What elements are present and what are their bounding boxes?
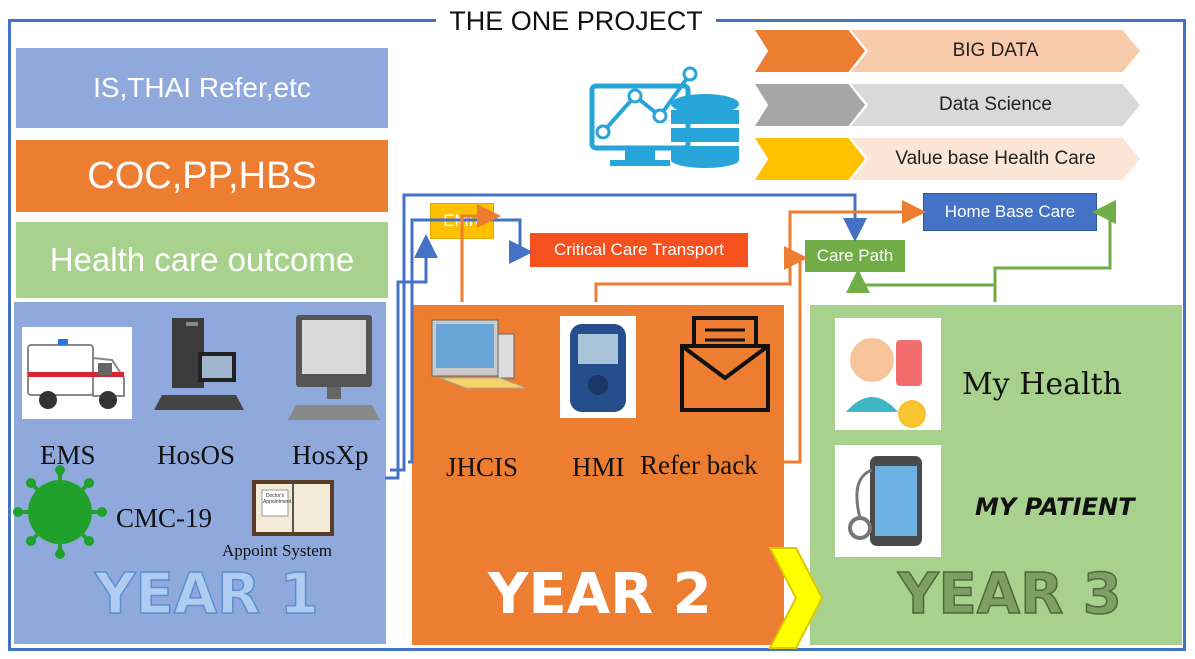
computer-tower-icon (154, 318, 244, 410)
appoint-system-label: Appoint System (222, 541, 333, 560)
jhcis-label: JHCIS (446, 452, 519, 482)
ems-label: EMS (40, 440, 96, 470)
year3-label: YEAR 3 (897, 561, 1122, 628)
my-health-label: My Health (962, 367, 1122, 402)
band-coc-pp-hbs: COC,PP,HBS (16, 140, 388, 212)
chevron-label: Data Science (851, 84, 1140, 126)
monitor-icon (288, 315, 380, 420)
cmc19-label: CMC-19 (116, 503, 213, 533)
band-is-thai-refer: IS,THAI Refer,etc (16, 48, 388, 128)
glucometer-icon (560, 316, 636, 418)
chevron-data-science: Data Science (755, 84, 1140, 126)
virus-icon (13, 465, 107, 559)
chevron-head (755, 138, 865, 180)
care-path-box: Care Path (805, 240, 905, 272)
chevron-label: Value base Health Care (851, 138, 1140, 180)
band-health-outcome: Health care outcome (16, 222, 388, 298)
refer-back-label: Refer back (640, 450, 758, 480)
desktop-computer-icon (431, 319, 527, 389)
chevron-big-data: BIG DATA (755, 30, 1140, 72)
critical-care-box: Critical Care Transport (530, 233, 748, 267)
my-patient-label: MY PATIENT (975, 493, 1135, 521)
hmi-label: HMI (572, 452, 625, 482)
home-base-box: Home Base Care (923, 193, 1097, 231)
year2-label: YEAR 2 (488, 562, 712, 627)
book-cover-text: Doctor's Appointment (263, 493, 292, 505)
chevron-label: BIG DATA (851, 30, 1140, 72)
phone-stethoscope-illustration (835, 445, 941, 557)
page-title: THE ONE PROJECT (436, 4, 716, 38)
appointment-book-icon (252, 480, 334, 536)
ambulance-icon (22, 327, 132, 419)
chevron-head (755, 84, 865, 126)
chevron-value-base: Value base Health Care (755, 138, 1140, 180)
envelope-icon (680, 316, 770, 412)
chevron-head (755, 30, 865, 72)
year1-label: YEAR 1 (94, 561, 319, 628)
doctor-illustration (835, 318, 941, 430)
hosos-label: HosOS (157, 440, 236, 470)
hosxp-label: HosXp (292, 440, 369, 470)
